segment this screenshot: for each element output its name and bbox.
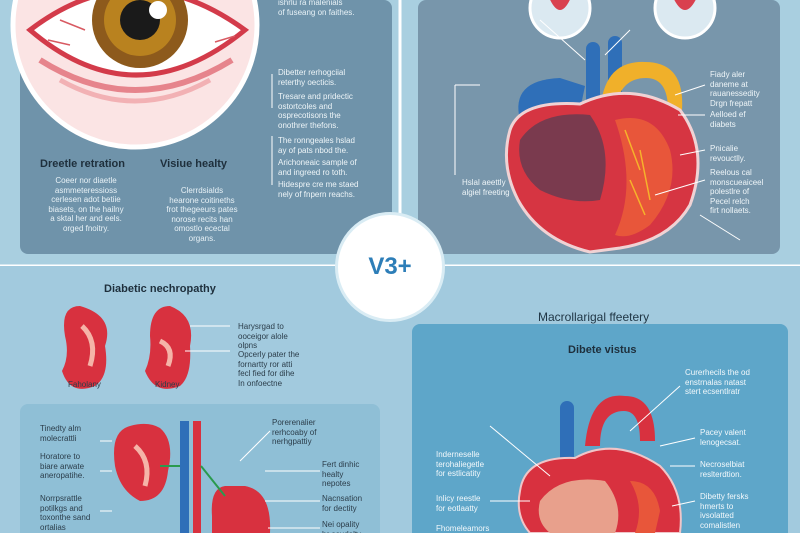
heart-quadrant: Fiady aler daneme at rauanessedity Drgn … bbox=[400, 0, 800, 266]
eye-note-5: Hidespre cre me staed nely of fnpern rea… bbox=[278, 180, 359, 199]
eye-title-right: Visiue healty bbox=[160, 158, 228, 170]
center-logo-badge: V3+ bbox=[338, 215, 442, 319]
macro-note-3: Necroselbiat reslterdtion. bbox=[700, 460, 745, 479]
kidney-label-right: Kidney bbox=[155, 380, 180, 389]
macrovascular-title: Macrollarigal ffeetery bbox=[538, 310, 650, 324]
heart-note-2: Aelloed ef diabets bbox=[710, 110, 746, 129]
kidney-quadrant: Diabetic nechropathy Faholany Kidney Har… bbox=[0, 266, 400, 533]
kidney-illustration bbox=[62, 306, 320, 533]
heart-note-3: Pnicalie revouctlly. bbox=[710, 144, 746, 163]
kidney-lower-right-3: Nacnsation for dectity bbox=[322, 494, 363, 513]
macro-note-2: Pacey valent lenogecsat. bbox=[700, 428, 746, 447]
macrovascular-heart-illustration bbox=[489, 385, 696, 533]
kidney-lower-left-1: Tinedty alm molecrattli bbox=[40, 424, 82, 443]
macro-left-note-2: Inlicy reestle for eotlaatty bbox=[436, 494, 481, 513]
macro-left-note-1: Inderneselle terohaliegetle for estlicat… bbox=[436, 450, 485, 478]
eye-note-3: The ronngeales hslad ay of pats nbod the… bbox=[278, 136, 355, 155]
eye-text-right: Clerrdsialds hearone coitineths frot the… bbox=[166, 186, 238, 243]
eye-top-note: ishrlu ra malenials of fuseang on faithe… bbox=[278, 0, 355, 17]
kidney-title: Diabetic nechropathy bbox=[104, 283, 216, 295]
kidney-lower-right-1: Porerenalier rerhcoaby of nerhgpattiy bbox=[272, 418, 317, 446]
kidney-lower-right-2: Fert dinhic healty nepotes bbox=[322, 460, 360, 488]
eye-illustration bbox=[10, 0, 273, 185]
eye-quadrant: ishrlu ra malenials of fuseang on faithe… bbox=[0, 0, 400, 266]
center-logo-text: V3+ bbox=[368, 253, 412, 280]
macrovascular-quadrant: Macrollarigal ffeetery Dibete vistus Cur… bbox=[400, 266, 800, 533]
kidney-note-2: Opcerly pater the fornartty ror atti fec… bbox=[238, 350, 300, 388]
kidney-lower-left-2: Horatore to biare arwate aneropatihe. bbox=[40, 452, 85, 480]
eye-note-1: Dibetter rerhogciial reterthy oecticis. bbox=[278, 68, 346, 87]
eye-note-4: Arichoneaic sample of and ingreed ro tot… bbox=[278, 158, 357, 177]
macrovascular-subtitle: Dibete vistus bbox=[568, 344, 637, 356]
heart-illustration bbox=[454, 0, 741, 254]
macro-note-1: Curerhecils the od enstrnalas natast ste… bbox=[685, 368, 750, 396]
macro-left-note-3: Fhomeleamors bbox=[436, 524, 490, 533]
heart-note-1: Fiady aler daneme at rauanessedity Drgn … bbox=[710, 70, 760, 108]
kidney-note-1: Harysrgad to ooceigor alole olpns bbox=[238, 322, 288, 350]
kidney-label-left: Faholany bbox=[68, 380, 101, 389]
macro-note-4: Dibetty fersks hmerts to ivsolatted coma… bbox=[700, 492, 749, 530]
kidney-lower-left-3: Norrpsrattle potilkgs and toxonthe sand … bbox=[40, 494, 91, 532]
heart-note-left: Hslal aeettly algiel freeting bbox=[462, 178, 510, 197]
eye-text-left: Coeer nor diaetle asmmeteressioss cerles… bbox=[48, 176, 124, 233]
eye-title-left: Dreetle retration bbox=[40, 158, 125, 170]
kidney-lower-right-4: Nei opality hr asudalty bbox=[322, 520, 361, 533]
heart-note-4: Reelous cal monscueaiceel polestlre of P… bbox=[710, 168, 764, 215]
eye-note-2: Tresare and pridectic ostortcoles and os… bbox=[278, 92, 353, 130]
